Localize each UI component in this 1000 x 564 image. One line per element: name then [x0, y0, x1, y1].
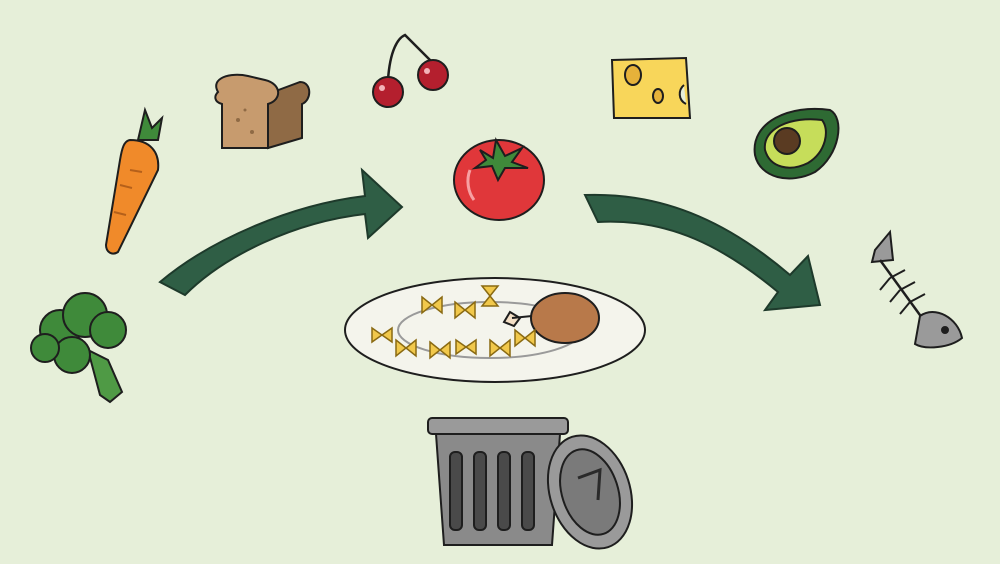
bread-icon: [214, 73, 311, 150]
arrow-right-icon: [583, 193, 822, 312]
cheese-icon: [610, 56, 692, 119]
arrow-left-icon: [158, 167, 404, 297]
cherry-icon: [372, 33, 449, 108]
avocado-icon: [753, 107, 840, 180]
trash-bin-icon: [427, 417, 634, 550]
broccoli-icon: [30, 292, 127, 404]
plate-of-leftovers-icon: [344, 277, 646, 383]
fish-bone-icon: [870, 229, 964, 349]
carrot-icon: [104, 106, 164, 255]
tomato-icon: [453, 137, 545, 221]
